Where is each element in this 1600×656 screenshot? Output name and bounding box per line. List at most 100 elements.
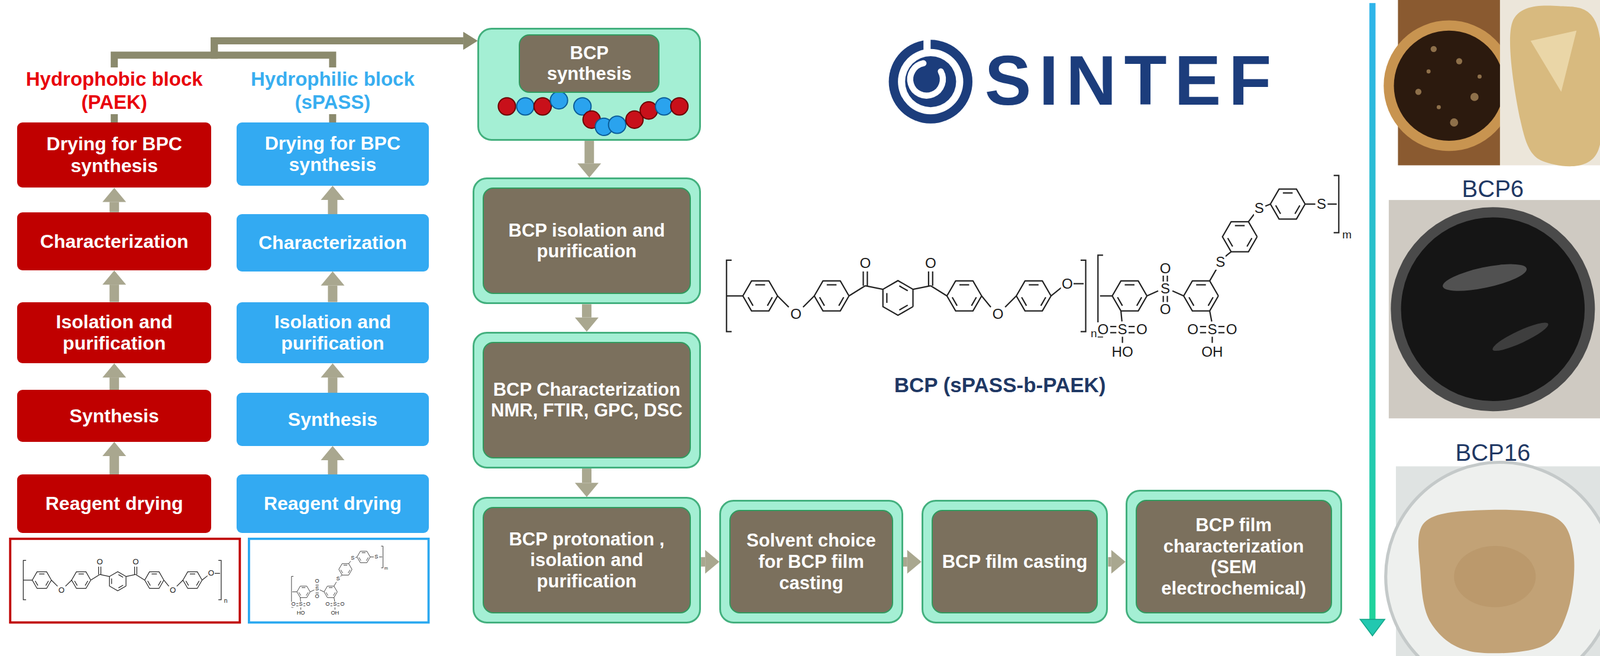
atom-label: O [339, 602, 345, 608]
process-box: BCP Characterization NMR, FTIR, GPC, DSC [472, 331, 701, 469]
double-bond [1028, 283, 1039, 286]
benzene-ring [32, 571, 52, 589]
bond-line [136, 566, 138, 575]
bond-line [309, 589, 315, 592]
bond-line [930, 285, 947, 296]
atom-label: S [298, 602, 304, 608]
bond-line [1128, 331, 1135, 334]
bond-line [163, 580, 170, 587]
box-label: Reagent drying [45, 492, 184, 515]
timeline-arrow [1360, 2, 1385, 636]
box-label: BCP Characterization NMR, FTIR, GPC, DSC [482, 341, 691, 459]
double-bond [359, 557, 361, 561]
benzene-ring [1016, 280, 1052, 312]
atom-label: OH [330, 610, 340, 616]
bond-line [98, 566, 99, 575]
bond-line [1004, 295, 1017, 307]
bond-line [932, 271, 934, 286]
bond-line [99, 574, 110, 577]
flow-arrow [327, 460, 338, 475]
double-bond [959, 283, 969, 286]
box-label: BCP protonation , isolation and purifica… [482, 506, 691, 614]
bond-line [1128, 325, 1135, 328]
bond-line [1166, 275, 1168, 282]
bond-line [1166, 295, 1168, 302]
double-bond [971, 297, 976, 306]
atom-label: O [924, 256, 937, 271]
bond-line [928, 271, 930, 286]
double-bond [826, 283, 837, 286]
bond-line [1211, 336, 1213, 343]
process-box: Reagent drying [17, 474, 212, 533]
chemical-structure [1097, 175, 1339, 344]
bond-line [1218, 331, 1225, 334]
atom-label: O [1135, 322, 1149, 337]
double-bond [1136, 297, 1142, 306]
bond-line [865, 285, 884, 290]
atom-label: O [314, 594, 320, 600]
bond-line [90, 574, 100, 581]
bond-line [726, 295, 743, 297]
logo-symbol [889, 39, 973, 124]
double-bond [1282, 192, 1293, 194]
atom-label: S [335, 576, 341, 582]
box-label: BCP isolation and purification [482, 187, 691, 294]
bond-line [23, 579, 32, 581]
double-bond [333, 592, 336, 596]
benzene-ring [338, 563, 352, 575]
double-bond [1041, 297, 1046, 306]
atom-label: O [314, 578, 320, 584]
sample-photo [1388, 199, 1600, 419]
double-bond [819, 297, 825, 306]
atom-label: O [131, 558, 140, 567]
double-bond [1021, 297, 1027, 306]
bond-line [1172, 291, 1184, 297]
double-bond [1117, 297, 1123, 306]
atom-label: S [1253, 201, 1265, 216]
process-box: Reagent drying [236, 474, 429, 533]
double-bond [306, 592, 309, 596]
double-bond [899, 305, 908, 310]
double-bond [298, 592, 301, 596]
box-label: Solvent choice for BCP film casting [729, 509, 894, 614]
double-bond [899, 285, 908, 291]
bond-line [1162, 295, 1165, 302]
atom-label: O [95, 558, 103, 567]
repeat-bracket [380, 545, 383, 568]
process-box: Synthesis [236, 392, 429, 446]
bond-line [334, 607, 336, 610]
double-bond [328, 587, 333, 588]
double-bond [1227, 237, 1233, 247]
box-label: Drying for BPC synthesis [24, 133, 205, 177]
bond-line [1327, 203, 1337, 205]
double-bond [366, 557, 368, 561]
structure-frame [249, 538, 429, 623]
bond-line [214, 573, 221, 574]
double-bond [1235, 224, 1245, 226]
sample-photo [1383, 0, 1515, 166]
atom-label: S [1316, 196, 1327, 212]
atom-label: O [1061, 276, 1074, 292]
atom-label: O [991, 306, 1005, 322]
flow-arrow [327, 285, 338, 303]
double-bond [1246, 237, 1252, 247]
double-bond [118, 584, 124, 588]
bond-line [912, 285, 931, 290]
bond-line [292, 591, 297, 593]
repeat-bracket [726, 260, 732, 332]
sample-photo [1385, 461, 1600, 656]
double-bond [39, 573, 45, 575]
bond-line [1110, 325, 1117, 328]
process-box: BCP film characterization (SEM electroch… [1125, 489, 1343, 624]
double-bond [189, 573, 196, 575]
bond-line [1110, 331, 1117, 334]
atom-label: S [1214, 254, 1226, 270]
box-label: Synthesis [69, 405, 160, 428]
atom-label: n [223, 598, 229, 604]
box-label: Isolation and purification [243, 311, 422, 355]
sample-photo [1500, 0, 1600, 167]
process-box: Isolation and purification [236, 302, 429, 364]
atom-label: m [1341, 228, 1353, 241]
bond-line [300, 607, 302, 610]
